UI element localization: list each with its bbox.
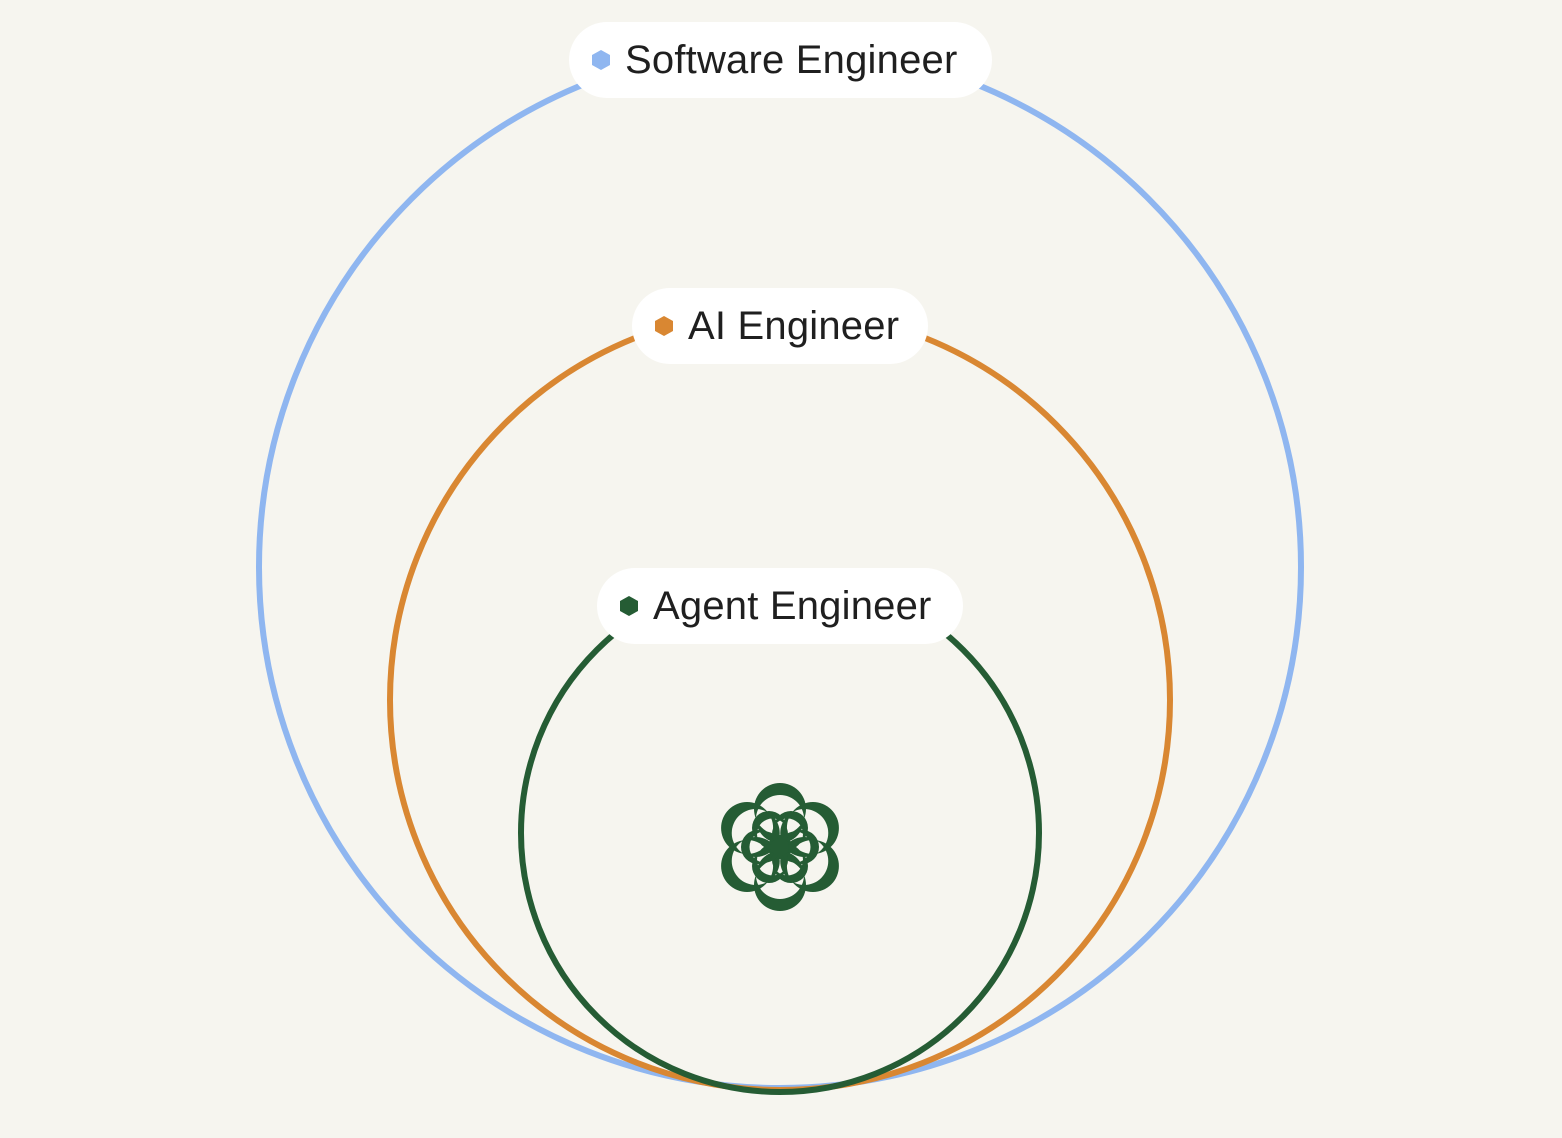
label-software-engineer: Software Engineer bbox=[569, 22, 992, 98]
ai-engineer-circle bbox=[387, 307, 1173, 1093]
label-ai-engineer: AI Engineer bbox=[632, 288, 928, 364]
label-text: AI Engineer bbox=[688, 304, 900, 348]
agent-engineer-circle bbox=[518, 571, 1042, 1095]
label-agent-engineer: Agent Engineer bbox=[597, 568, 963, 644]
hexagon-icon bbox=[620, 596, 638, 616]
label-text: Agent Engineer bbox=[653, 584, 932, 628]
label-text: Software Engineer bbox=[625, 38, 958, 82]
flower-logo-icon bbox=[721, 783, 839, 911]
hexagon-icon bbox=[655, 316, 673, 336]
hexagon-icon bbox=[592, 50, 610, 70]
